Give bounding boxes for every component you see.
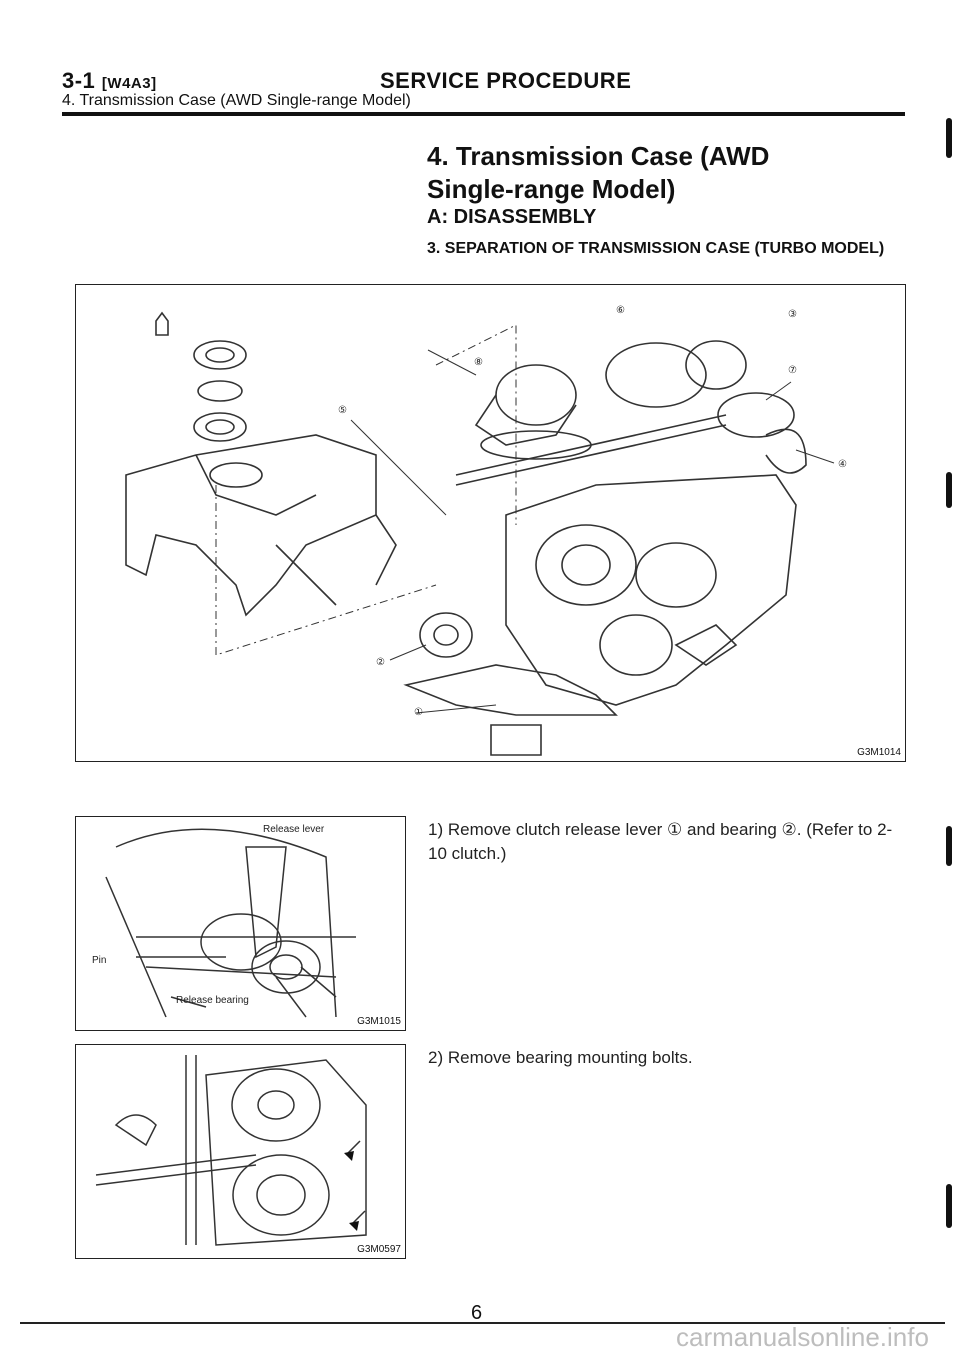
- exploded-view-figure: ① ② ③ ④ ⑤ ⑥ ⑦ ⑧ G3M1014: [75, 284, 906, 762]
- binder-mark: [946, 472, 952, 508]
- callout-6: ⑥: [616, 305, 625, 316]
- section-code-number: 3-1: [62, 68, 96, 93]
- section-code: 3-1 [W4A3]: [62, 68, 157, 94]
- binder-mark: [946, 826, 952, 866]
- subsubsection-title: 3. SEPARATION OF TRANSMISSION CASE (TURB…: [427, 240, 885, 257]
- callout-3: ③: [788, 309, 797, 320]
- binder-mark: [946, 1184, 952, 1228]
- callout-8: ⑧: [474, 357, 483, 368]
- page-number: 6: [471, 1302, 483, 1324]
- step-1-text: 1) Remove clutch release lever ① and bea…: [428, 820, 893, 863]
- page-header-title: SERVICE PROCEDURE: [380, 68, 632, 93]
- header-rule: [62, 112, 905, 116]
- figure-id-fig1: G3M1015: [357, 1016, 401, 1027]
- callout-2: ②: [376, 657, 385, 668]
- release-bearing-label: Release bearing: [176, 995, 249, 1006]
- exploded-view-drawing: ① ② ③ ④ ⑤ ⑥ ⑦ ⑧: [125, 305, 847, 756]
- callout-5: ⑤: [338, 405, 347, 416]
- binder-mark: [946, 118, 952, 158]
- subsection-title: A: DISASSEMBLY: [427, 206, 597, 228]
- callout-1: ①: [414, 707, 423, 718]
- release-lever-figure: Release lever Pin Release bearing G3M101…: [75, 816, 406, 1031]
- watermark: carmanualsonline.info: [676, 1322, 929, 1352]
- section-ref: [W4A3]: [101, 75, 157, 92]
- footer-rule: [20, 1322, 945, 1324]
- bearing-bolts-figure: G3M0597: [75, 1044, 406, 1259]
- page-header-subtitle: 4. Transmission Case (AWD Single-range M…: [62, 92, 411, 109]
- release-lever-drawing: Release lever Pin Release bearing: [92, 824, 356, 1018]
- release-lever-label: Release lever: [263, 824, 325, 835]
- figure-id-fig2: G3M0597: [357, 1244, 401, 1255]
- pin-label: Pin: [92, 955, 106, 966]
- callout-7: ⑦: [788, 365, 797, 376]
- step-2-text: 2) Remove bearing mounting bolts.: [428, 1048, 693, 1067]
- callout-4: ④: [838, 459, 847, 470]
- figure-id-main: G3M1014: [857, 747, 901, 758]
- section-title: 4. Transmission Case (AWD Single-range M…: [427, 141, 770, 204]
- bearing-bolts-drawing: [95, 1055, 367, 1246]
